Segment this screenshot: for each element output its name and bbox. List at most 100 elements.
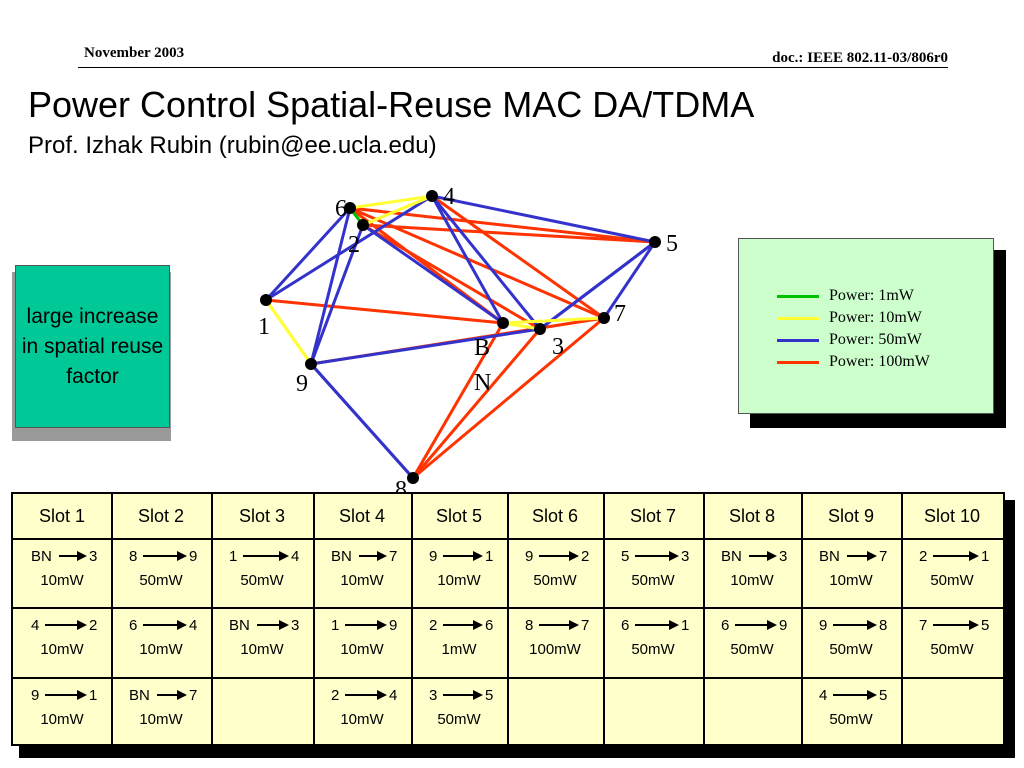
transmission-power: 10mW (139, 641, 183, 658)
arrow-head-icon (279, 620, 289, 630)
arrow-head-icon (767, 551, 777, 561)
slot-header: Slot 10 (923, 506, 981, 526)
transmission-power: 50mW (437, 711, 481, 728)
slide-subtitle: Prof. Izhak Rubin (rubin@ee.ucla.edu) (28, 132, 437, 159)
table-row-divider (13, 607, 1003, 609)
transmission-power: 50mW (631, 572, 675, 589)
graph-link (430, 195, 505, 324)
transmission-source: 9 (819, 617, 828, 634)
transmission-arrow (143, 624, 179, 626)
transmission-source: BN (819, 548, 840, 565)
transmission-power: 50mW (240, 572, 284, 589)
transmission-source: BN (721, 548, 742, 565)
arrow-head-icon (377, 620, 387, 630)
transmission-arrow (143, 555, 179, 557)
transmission-destination: 9 (189, 548, 198, 565)
transmission-source: 9 (429, 548, 438, 565)
transmission-arrow (833, 624, 869, 626)
graph-node-label: 1 (258, 314, 270, 340)
graph-node-9 (305, 358, 317, 370)
transmission-arrow (443, 624, 475, 626)
transmission-arrow (443, 555, 475, 557)
graph-node-4 (426, 190, 438, 202)
arrow-head-icon (867, 620, 877, 630)
graph-link (309, 224, 365, 365)
transmission-power: 10mW (829, 572, 873, 589)
transmission-destination: 2 (89, 617, 98, 634)
transmission-arrow (735, 624, 769, 626)
transmission-destination: 3 (291, 617, 300, 634)
arrow-head-icon (377, 690, 387, 700)
arrow-head-icon (969, 620, 979, 630)
legend-swatch (777, 294, 819, 298)
table-column-divider (411, 494, 413, 744)
legend-item: Power: 50mW (777, 330, 922, 350)
slide-title: Power Control Spatial-Reuse MAC DA/TDMA (28, 84, 755, 125)
transmission-destination: 9 (389, 617, 398, 634)
arrow-head-icon (767, 620, 777, 630)
transmission-source: 8 (129, 548, 138, 565)
transmission-destination: 5 (981, 617, 990, 634)
graph-node-bn (497, 317, 509, 329)
legend-item: Power: 100mW (777, 352, 930, 372)
graph-node-8 (407, 472, 419, 484)
transmission-source: 4 (31, 617, 40, 634)
header-doc-id: doc.: IEEE 802.11-03/806r0 (772, 50, 948, 66)
arrow-head-icon (177, 620, 187, 630)
arrow-head-icon (177, 690, 187, 700)
transmission-destination: 7 (581, 617, 590, 634)
transmission-power: 50mW (930, 641, 974, 658)
legend-swatch (777, 338, 819, 342)
graph-node-7 (598, 312, 610, 324)
transmission-power: 100mW (529, 641, 581, 658)
transmission-source: 2 (331, 687, 340, 704)
transmission-source: 6 (721, 617, 730, 634)
transmission-power: 10mW (40, 572, 84, 589)
header-rule (78, 67, 948, 68)
graph-node-6 (344, 202, 356, 214)
graph-link (310, 327, 541, 366)
transmission-power: 50mW (533, 572, 577, 589)
transmission-power: 50mW (730, 641, 774, 658)
graph-node-5 (649, 236, 661, 248)
transmission-arrow (539, 555, 571, 557)
transmission-destination: 9 (779, 617, 788, 634)
transmission-source: BN (229, 617, 250, 634)
arrow-head-icon (77, 620, 87, 630)
slot-header: Slot 4 (338, 506, 386, 526)
transmission-destination: 2 (581, 548, 590, 565)
transmission-destination: 5 (879, 687, 888, 704)
callout-box: large increase in spatial reuse factor (15, 265, 170, 428)
table-row-divider (13, 538, 1003, 540)
transmission-arrow (635, 624, 671, 626)
table-column-divider (111, 494, 113, 744)
graph-link (602, 241, 657, 319)
transmission-power: 10mW (730, 572, 774, 589)
graph-node-label: 3 (552, 334, 564, 360)
slot-header: Slot 2 (137, 506, 185, 526)
transmission-arrow (833, 694, 869, 696)
transmission-power: 50mW (829, 641, 873, 658)
transmission-power: 10mW (340, 641, 384, 658)
arrow-head-icon (473, 620, 483, 630)
transmission-source: 1 (331, 617, 340, 634)
graph-link (539, 240, 656, 331)
slot-header: Slot 3 (238, 506, 286, 526)
graph-link (349, 206, 656, 244)
graph-link (412, 316, 605, 480)
graph-link (502, 316, 605, 325)
table-row-divider (13, 677, 1003, 679)
transmission-arrow (443, 694, 475, 696)
transmission-destination: 4 (291, 548, 300, 565)
transmission-source: 5 (621, 548, 630, 565)
transmission-destination: 1 (681, 617, 690, 634)
graph-link (265, 194, 433, 302)
arrow-head-icon (377, 551, 387, 561)
transmission-source: 4 (819, 687, 828, 704)
arrow-head-icon (569, 551, 579, 561)
transmission-source: BN (31, 548, 52, 565)
transmission-source: 9 (525, 548, 534, 565)
transmission-power: 1mW (441, 641, 477, 658)
transmission-destination: 3 (779, 548, 788, 565)
